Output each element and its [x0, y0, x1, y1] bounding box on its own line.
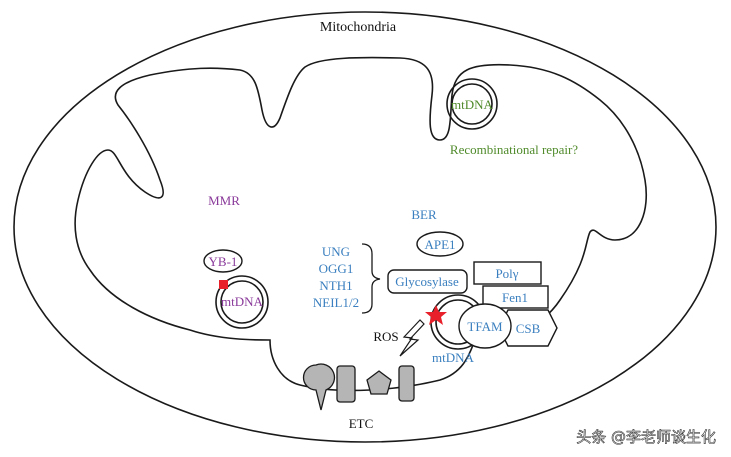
- pol-gamma-shape: [473, 261, 542, 285]
- yb1-shape: [203, 249, 243, 273]
- glycosylase-protein: Glycosylase: [387, 269, 468, 294]
- ber-label: BER: [411, 207, 437, 222]
- ape1-protein: APE1: [416, 231, 464, 257]
- tfam-label: TFAM: [467, 319, 503, 334]
- mtdna-top-ring-outer: [446, 78, 498, 130]
- glycosylase-list-item: UNG: [322, 244, 350, 259]
- glycosylase-list: UNG OGG1 NTH1 NEIL1/2: [313, 244, 359, 310]
- mtdna-left-ring-inner: [220, 280, 264, 324]
- mtdna-center-label: mtDNA: [432, 350, 475, 365]
- yb1-protein: YB-1: [203, 249, 243, 273]
- yb1-label: YB-1: [209, 254, 238, 269]
- ape1-label: APE1: [424, 237, 455, 252]
- fen1-label: Fen1: [502, 290, 528, 305]
- etc-complex-4: [398, 365, 415, 402]
- etc-complexes: [302, 363, 415, 411]
- glycosylase-list-item: NEIL1/2: [313, 295, 359, 310]
- etc-complex-1: [302, 363, 336, 411]
- mmr-label: MMR: [208, 193, 240, 208]
- pol-gamma-protein: Polγ: [473, 261, 542, 285]
- ros-label: ROS: [373, 329, 398, 344]
- etc-complex-3: [366, 370, 392, 395]
- mismatch-lesion-marker: [219, 280, 228, 289]
- glycosylase-label: Glycosylase: [395, 274, 459, 289]
- mtdna-top: mtDNA: [446, 78, 498, 130]
- ape1-shape: [416, 231, 464, 257]
- recombinational-repair-label: Recombinational repair?: [450, 142, 578, 157]
- glycosylase-list-item: OGG1: [319, 261, 354, 276]
- oxidative-damage-star: [425, 305, 447, 325]
- etc-complex-2: [336, 365, 356, 403]
- glycosylase-shape: [387, 269, 468, 294]
- tfam-shape: [458, 303, 512, 349]
- pol-gamma-label: Polγ: [495, 266, 518, 281]
- csb-label: CSB: [516, 321, 541, 336]
- mtdna-left-ring-outer: [215, 275, 269, 329]
- glycosylase-brace: [361, 243, 381, 314]
- glycosylase-list-item: NTH1: [319, 278, 352, 293]
- mtdna-top-label: mtDNA: [451, 97, 494, 112]
- diagram-title: Mitochondria: [320, 20, 397, 35]
- fen1-shape: [482, 285, 549, 309]
- csb-protein: CSB: [498, 309, 558, 347]
- outer-membrane: [13, 11, 717, 443]
- mtdna-top-ring-inner: [451, 83, 493, 125]
- etc-label: ETC: [349, 416, 374, 431]
- lightning-bolt-icon: [399, 319, 425, 357]
- tfam-protein: TFAM: [458, 303, 512, 349]
- inner-membrane: [74, 56, 647, 392]
- mtdna-left: mtDNA: [215, 275, 269, 329]
- watermark: 头条 @李老师谈生化: [576, 428, 716, 446]
- mtdna-left-label: mtDNA: [221, 294, 264, 309]
- fen1-protein: Fen1: [482, 285, 549, 309]
